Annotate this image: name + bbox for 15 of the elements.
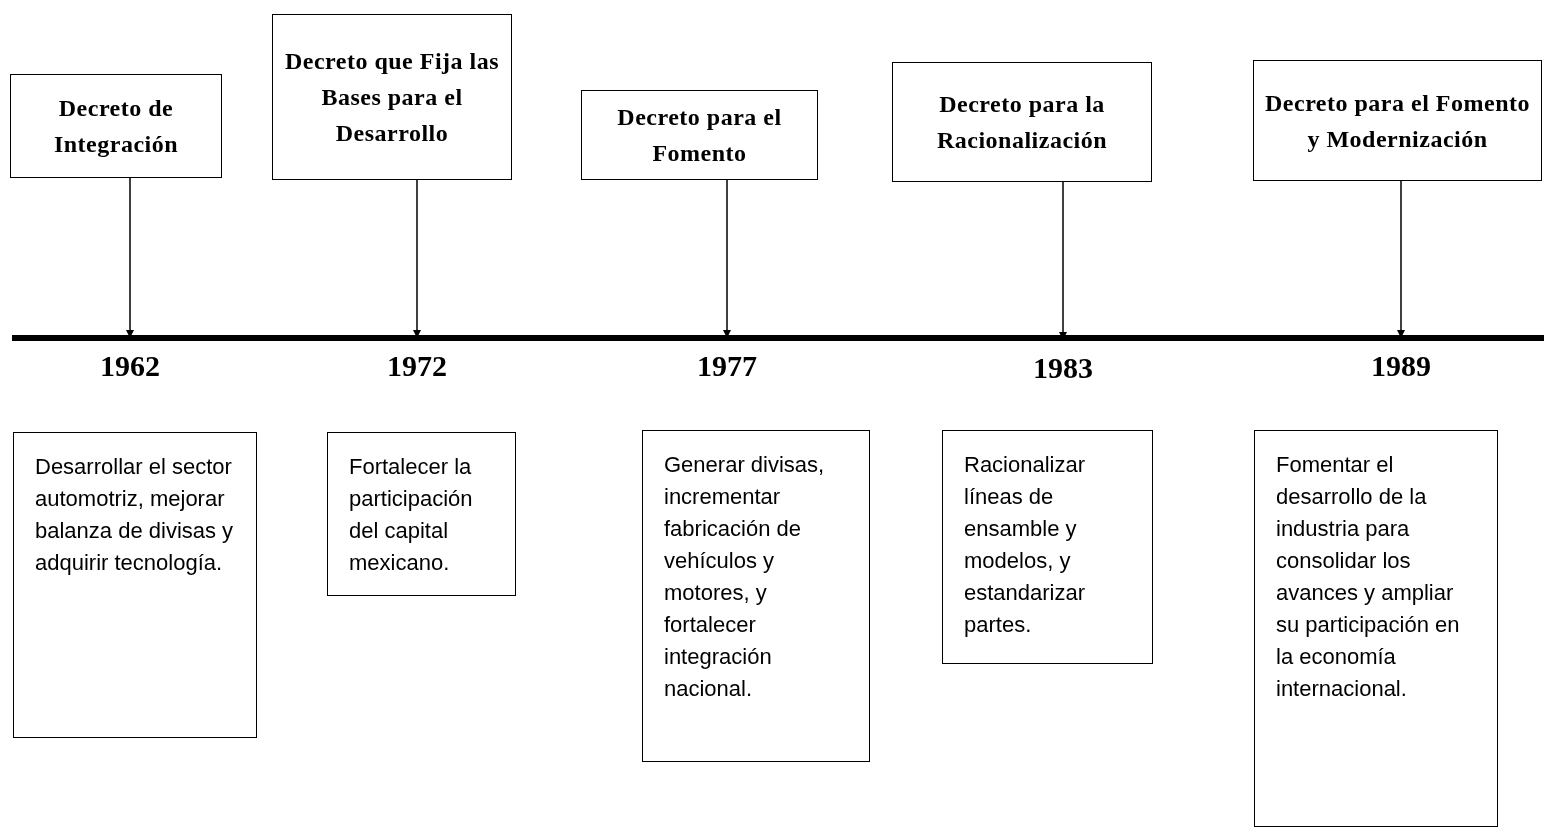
objective-box: Generar divisas, incrementar fabricación de vehículos y motores, y fortalecer integración nacional. [642,430,870,762]
year-label: 1989 [1341,341,1461,385]
objective-box: Racionalizar líneas de ensamble y modelos, y estandarizar partes. [942,430,1153,664]
decree-box: Decreto para la Racionalización [892,62,1152,182]
objective-box: Fortalecer la participación del capital mexicano. [327,432,516,596]
objective-box: Desarrollar el sector automotriz, mejorar balanza de divisas y adquirir tecnología. [13,432,257,738]
year-label: 1962 [70,341,190,385]
decree-box: Decreto de Integración [10,74,222,178]
year-label: 1972 [357,341,477,385]
year-label: 1977 [667,341,787,385]
decree-box: Decreto para el Fomento y Modernización [1253,60,1542,181]
decree-box: Decreto que Fija las Bases para el Desarrollo [272,14,512,180]
objective-box: Fomentar el desarrollo de la industria para consolidar los avances y ampliar su participación en la economía internacional. [1254,430,1498,827]
year-label: 1983 [1003,343,1123,387]
decree-box: Decreto para el Fomento [581,90,818,180]
